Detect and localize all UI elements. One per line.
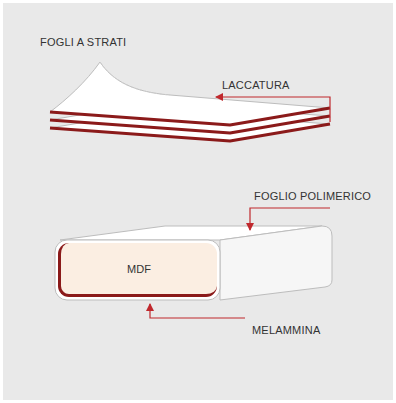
material-label: MDF	[127, 263, 151, 275]
layered-sheets	[50, 62, 330, 141]
board	[55, 226, 332, 300]
part-label: FOGLI A STRATI	[40, 36, 126, 49]
part-label: FOGLIO POLIMERICO	[254, 190, 371, 203]
board-core: MDF	[58, 243, 217, 297]
part-label: LACCATURA	[222, 79, 290, 92]
part-label: MELAMMINA	[252, 324, 320, 337]
